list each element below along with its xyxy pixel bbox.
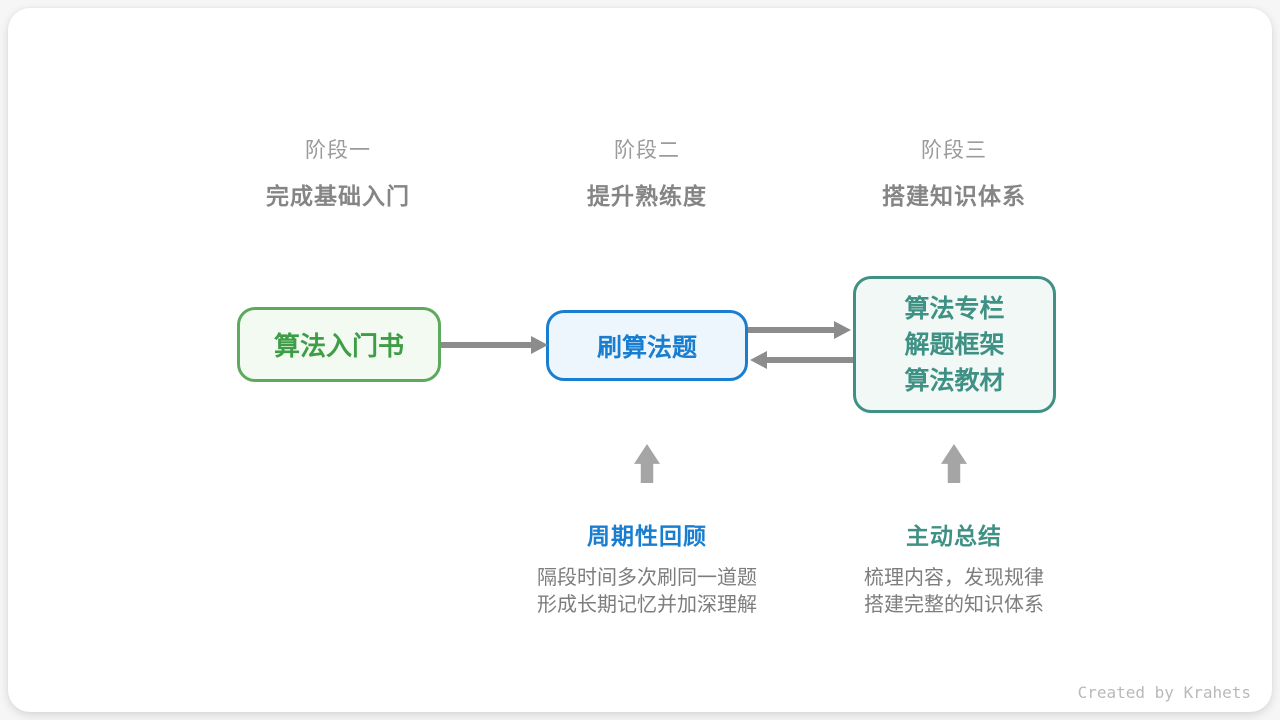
node-knowledge-line-1: 算法专栏	[904, 294, 1005, 323]
annotation-summary-desc-line-2: 搭建完整的知识体系	[864, 594, 1044, 616]
stage-2-subtitle: 提升熟练度	[587, 183, 707, 209]
diagram-card: 阶段一 完成基础入门 阶段二 提升熟练度 阶段三 搭建知识体系 算法入门书 刷算…	[8, 8, 1272, 712]
arrow-node3-to-node2-shaft	[766, 357, 853, 363]
node-practice-problems-label: 刷算法题	[596, 333, 697, 362]
up-arrow-summary-icon	[941, 444, 967, 483]
annotation-summary-title: 主动总结	[906, 523, 1002, 549]
node-knowledge-line-2: 解题框架	[904, 330, 1005, 359]
node-intro-book-label: 算法入门书	[273, 331, 404, 361]
node-knowledge-sources: 算法专栏 解题框架 算法教材	[853, 276, 1056, 413]
stage-header-2: 阶段二 提升熟练度	[497, 139, 797, 209]
stage-3-label: 阶段三	[921, 139, 987, 162]
arrow-node2-to-node3-head-icon	[834, 321, 851, 339]
stage-header-3: 阶段三 搭建知识体系	[804, 139, 1104, 209]
annotation-review-desc-line-1: 隔段时间多次刷同一道题	[537, 567, 757, 589]
annotation-review-title: 周期性回顾	[587, 523, 707, 549]
annotation-review-desc-line-2: 形成长期记忆并加深理解	[537, 594, 757, 616]
node-intro-book: 算法入门书	[237, 307, 441, 382]
node-knowledge-line-3: 算法教材	[904, 366, 1005, 395]
watermark: Created by Krahets	[1077, 683, 1251, 702]
arrow-node2-to-node3-shaft	[748, 327, 835, 333]
arrow-node1-to-node2-head-icon	[531, 336, 548, 354]
annotation-review-desc: 隔段时间多次刷同一道题 形成长期记忆并加深理解	[477, 565, 817, 619]
stage-header-1: 阶段一 完成基础入门	[188, 139, 488, 209]
stage-3-subtitle: 搭建知识体系	[882, 183, 1026, 209]
stage-1-subtitle: 完成基础入门	[266, 183, 410, 209]
stage-2-label: 阶段二	[614, 139, 680, 162]
arrow-node3-to-node2-head-icon	[750, 351, 767, 369]
annotation-summary-desc: 梳理内容，发现规律 搭建完整的知识体系	[784, 565, 1124, 619]
stage-1-label: 阶段一	[305, 139, 371, 162]
up-arrow-review-icon	[634, 444, 660, 483]
annotation-summary-desc-line-1: 梳理内容，发现规律	[864, 567, 1044, 589]
node-practice-problems: 刷算法题	[546, 310, 748, 381]
arrow-node1-to-node2-shaft	[441, 342, 532, 348]
